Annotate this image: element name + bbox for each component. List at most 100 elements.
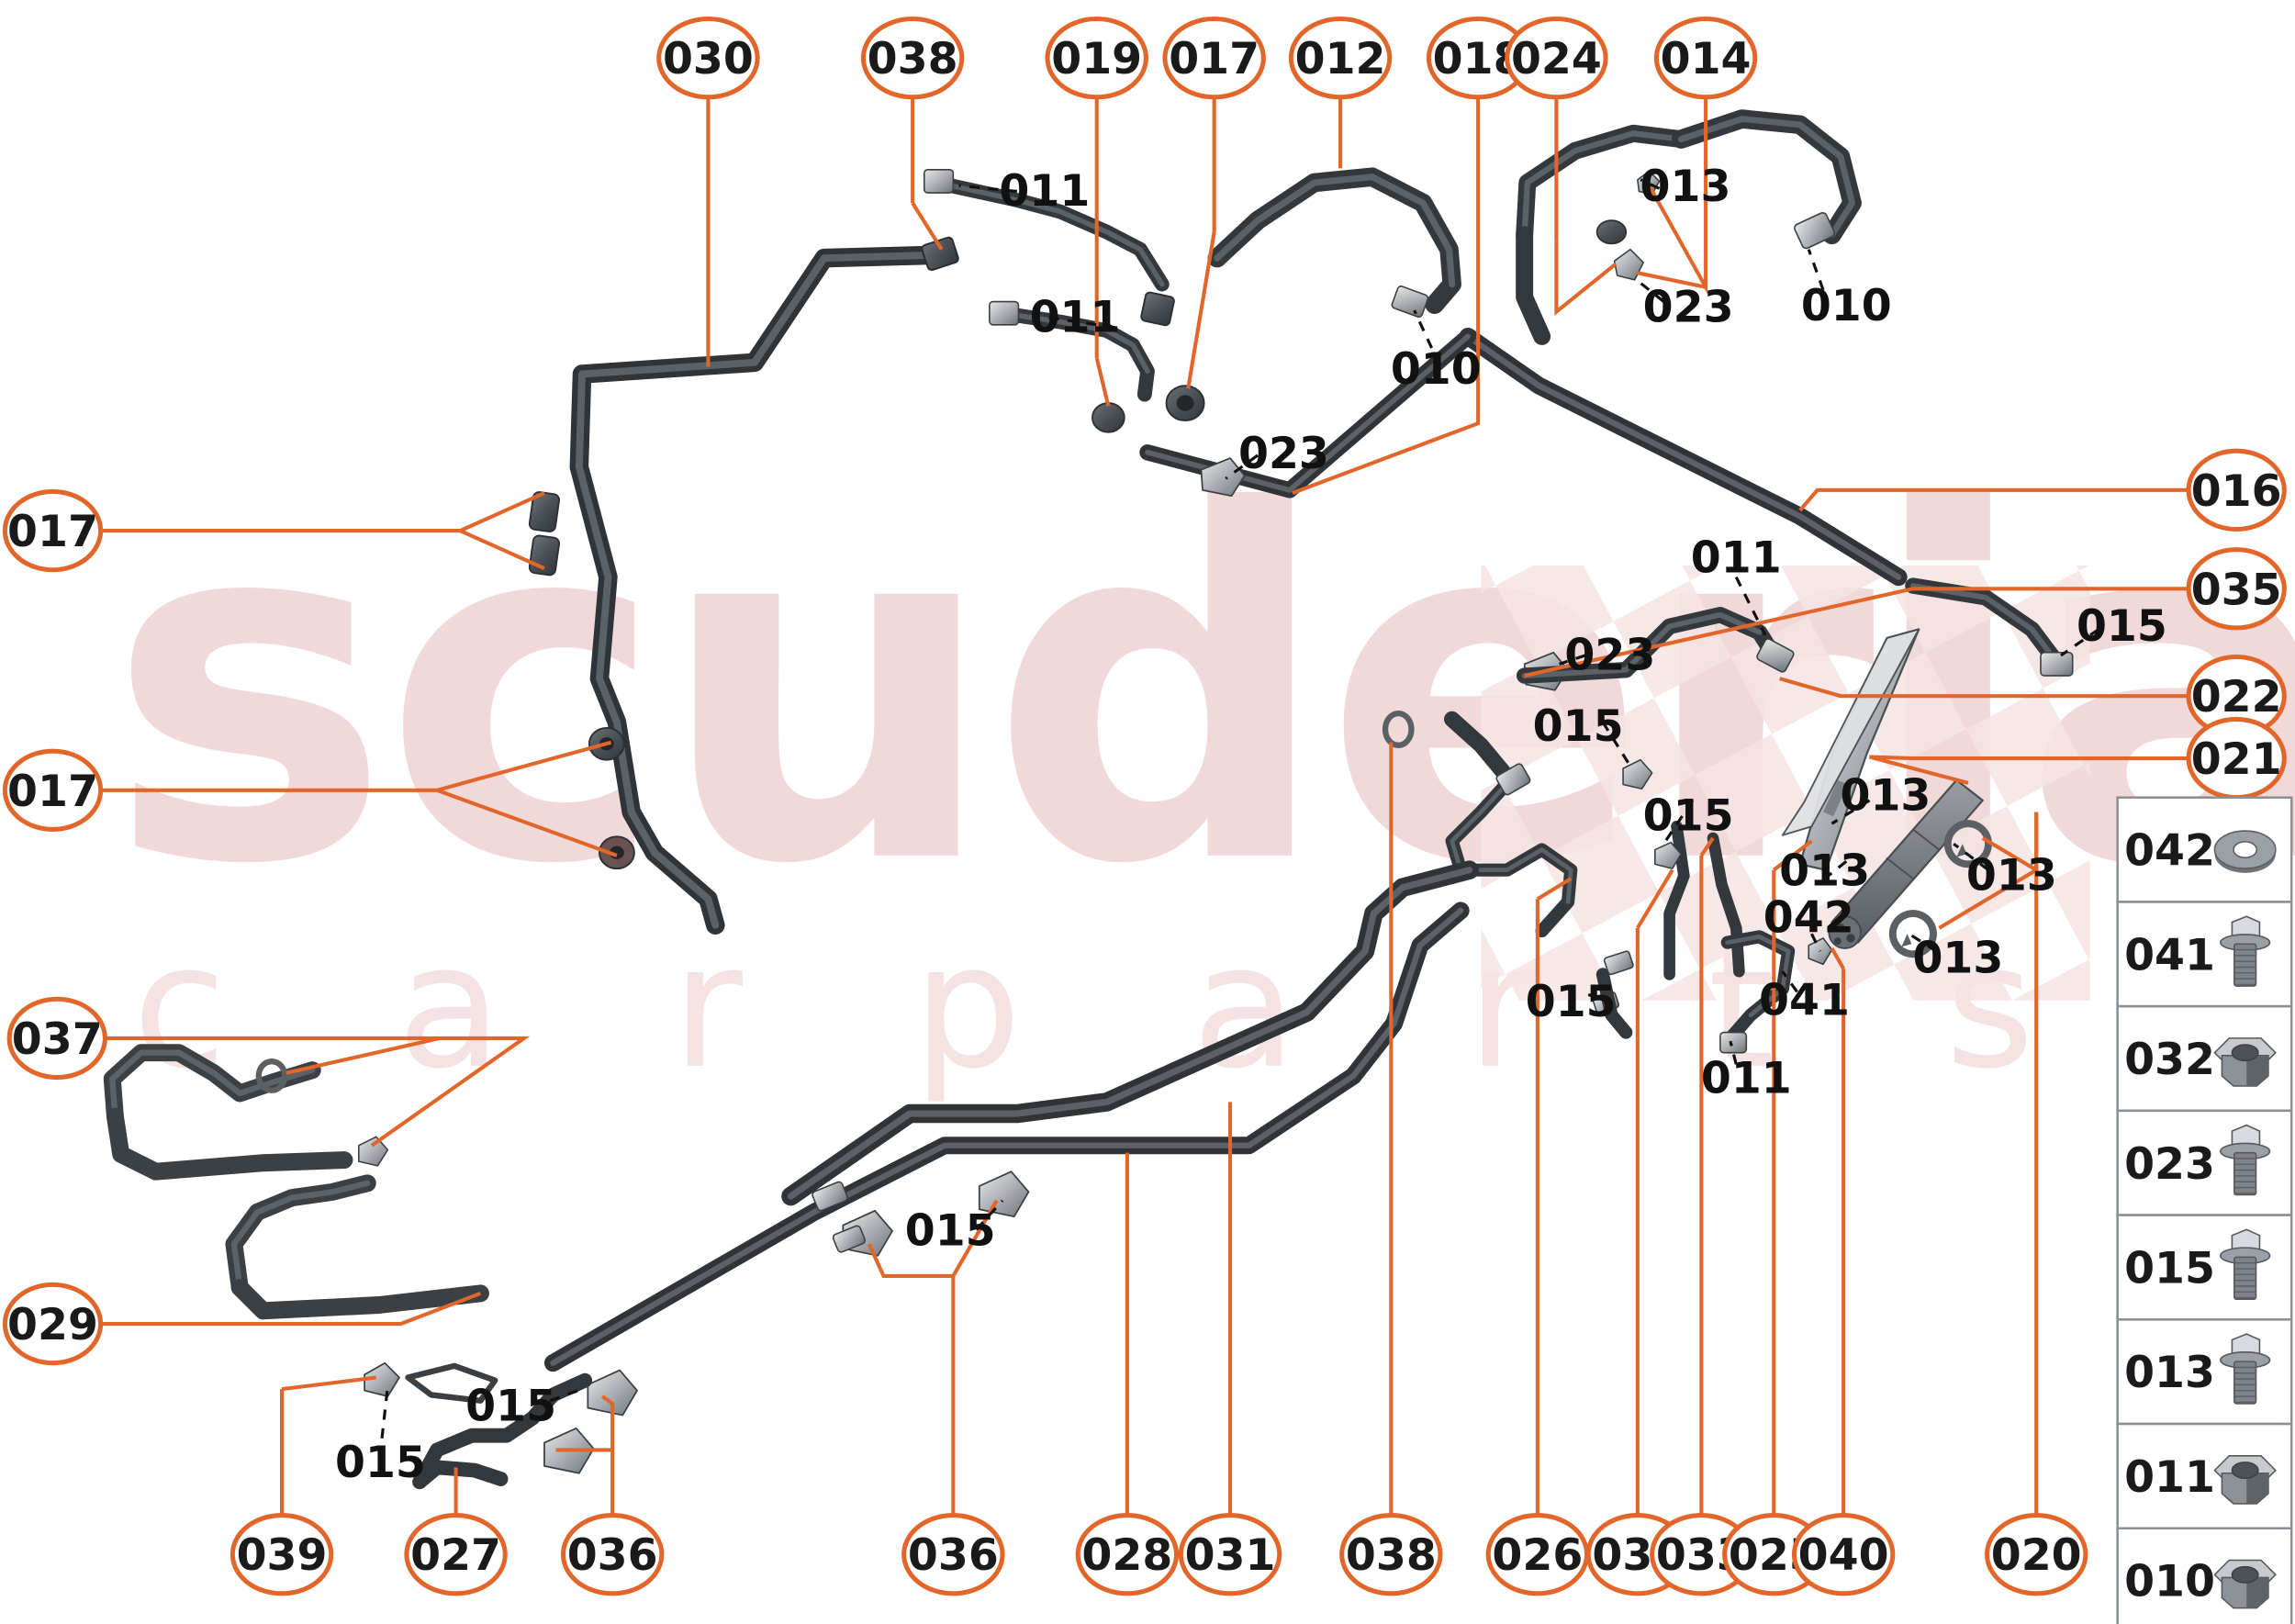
callout-036-bottom[interactable]: 036 [560, 1513, 665, 1596]
callout-018-top[interactable]: 018 [1426, 17, 1530, 100]
fitting-012-end [1391, 286, 1429, 319]
callout-bubble[interactable] [656, 17, 760, 100]
callout-bubble[interactable] [404, 1513, 508, 1596]
hose-017-sm-hl [1000, 310, 1150, 375]
callout-040-bottom[interactable]: 040 [1791, 1513, 1896, 1596]
ring-clamp-013-a [1943, 820, 1992, 868]
callout-bubble[interactable] [1505, 17, 1608, 100]
hose-037-b [106, 1107, 353, 1181]
callout-bubble[interactable] [1339, 1513, 1443, 1596]
legend-row-box[interactable] [2116, 1214, 2293, 1321]
legend-row-023[interactable]: 023 [2116, 1109, 2293, 1216]
legend-row-032[interactable]: 032 [2116, 1004, 2293, 1113]
callout-bubble[interactable] [1045, 17, 1148, 100]
callout-031-bottom[interactable]: 031 [1178, 1513, 1282, 1596]
callout-039-bottom[interactable]: 039 [230, 1513, 334, 1596]
flange-bolt-icon [2220, 915, 2271, 987]
callout-017-top[interactable]: 017 [1162, 17, 1266, 100]
callout-038-top[interactable]: 038 [860, 17, 965, 100]
callout-019-top[interactable]: 019 [1045, 17, 1148, 100]
callout-bubble[interactable] [560, 1513, 665, 1596]
callout-bubble[interactable] [2, 748, 104, 832]
callout-bubble[interactable] [1653, 17, 1758, 100]
hose-037-hl [109, 1049, 316, 1120]
callout-bubble[interactable] [1984, 1513, 2088, 1596]
hose-027 [412, 1372, 593, 1490]
callout-bubble[interactable] [2186, 448, 2287, 532]
callout-bubble[interactable] [860, 17, 965, 100]
grommet-019 [1092, 402, 1125, 433]
callout-bubble[interactable] [2, 1282, 104, 1366]
callout-bubble[interactable] [901, 1513, 1005, 1596]
clip-015-c1 [1622, 758, 1653, 790]
callout-022-right[interactable]: 022 [2186, 654, 2287, 738]
callout-number: 040 [1798, 1530, 1889, 1581]
callout-bubble[interactable] [2186, 547, 2287, 631]
hose-024-tail [1516, 226, 1551, 345]
callout-027-bottom[interactable]: 027 [404, 1513, 508, 1596]
legend-row-011[interactable]: 011 [2116, 1422, 2293, 1530]
legend-row-013[interactable]: 013 [2116, 1318, 2293, 1426]
inline-label-023: 023 [1564, 630, 1655, 680]
callout-016-right[interactable]: 016 [2186, 448, 2287, 532]
callout-bubble[interactable] [1791, 1513, 1896, 1596]
legend-row-code: 023 [2124, 1139, 2215, 1190]
inline-label-013: 013 [1640, 162, 1731, 212]
legend-row-box[interactable] [2116, 901, 2293, 1008]
callout-bubble[interactable] [1162, 17, 1266, 100]
leader-b-034-b [1636, 868, 1674, 929]
legend-row-box[interactable] [2116, 1109, 2293, 1216]
callout-bubble[interactable] [1178, 1513, 1282, 1596]
callout-037-left[interactable]: 037 [6, 996, 107, 1081]
callout-number: 022 [2191, 672, 2282, 722]
callout-021-right[interactable]: 021 [2186, 716, 2287, 801]
clip-015-c2 [1654, 841, 1683, 869]
legend-row-042[interactable]: 042 [2116, 796, 2293, 903]
leader-b-026-b [1536, 877, 1573, 902]
hose-026-hl [1450, 778, 1573, 904]
legend-row-041[interactable]: 041 [2116, 901, 2293, 1008]
callout-020-bottom[interactable]: 020 [1984, 1513, 2088, 1596]
pipe-035r-hl [1910, 583, 2061, 667]
hose-024-hl [1521, 130, 1685, 239]
callout-bubble[interactable] [1075, 1513, 1180, 1596]
legend-row-010[interactable]: 010 [2116, 1527, 2293, 1624]
callout-035-right[interactable]: 035 [2186, 547, 2287, 631]
callout-026-bottom[interactable]: 026 [1485, 1513, 1590, 1596]
inline-label-015: 015 [1526, 977, 1617, 1027]
inline-label-015: 015 [465, 1382, 556, 1432]
callout-038-bottom[interactable]: 038 [1339, 1513, 1443, 1596]
callout-024-top[interactable]: 024 [1505, 17, 1608, 100]
callout-bubble[interactable] [6, 996, 107, 1081]
callout-017-left[interactable]: 017 [2, 748, 104, 832]
leader-037 [105, 1036, 531, 1148]
legend-row-box[interactable] [2116, 1318, 2293, 1426]
clip-037-b [357, 1136, 389, 1167]
callout-bubble[interactable] [230, 1513, 334, 1596]
callout-036-bottom[interactable]: 036 [901, 1513, 1005, 1596]
callout-bubble[interactable] [1288, 17, 1393, 100]
callout-028-bottom[interactable]: 028 [1075, 1513, 1180, 1596]
ring-clamp-037 [255, 1058, 288, 1093]
callout-017-left[interactable]: 017 [2, 488, 104, 573]
legend-row-015[interactable]: 015 [2116, 1214, 2293, 1321]
callout-bubble[interactable] [2, 488, 104, 573]
leader-024-b [1554, 241, 1618, 316]
callout-012-top[interactable]: 012 [1288, 17, 1393, 100]
leader-017b [100, 740, 618, 857]
callout-030-top[interactable]: 030 [656, 17, 760, 100]
callout-014-top[interactable]: 014 [1653, 17, 1758, 100]
leader-017t-b [1186, 231, 1216, 389]
hose-034 [1707, 832, 1745, 978]
leader-017a [100, 491, 545, 571]
hose-033 [1663, 820, 1690, 980]
ring-clamp-013-b [1888, 910, 1937, 958]
clip-013-b [1595, 219, 1628, 245]
callout-029-left[interactable]: 029 [2, 1282, 104, 1366]
inline-label-042: 042 [1763, 892, 1854, 943]
inline-label-015: 015 [1643, 791, 1734, 842]
